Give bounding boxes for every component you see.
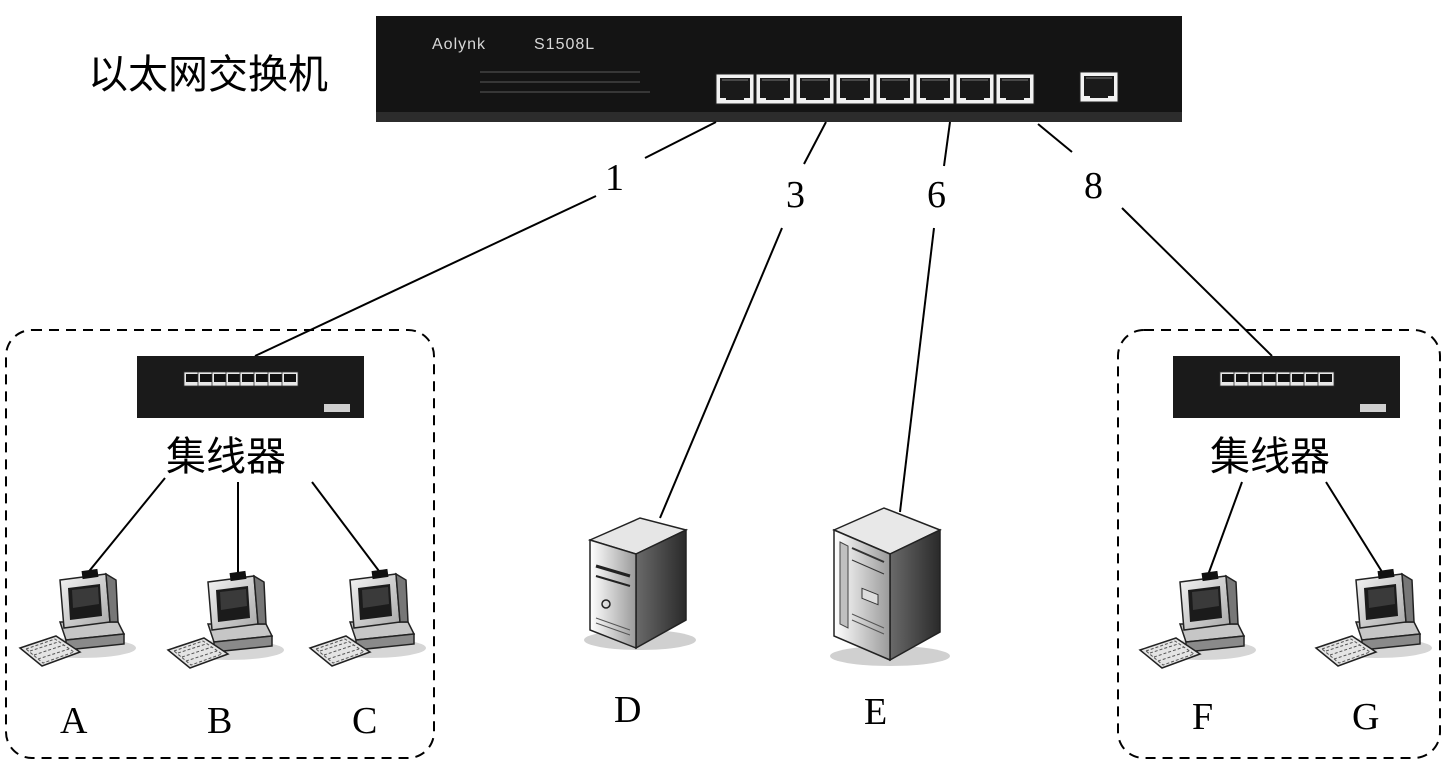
switch-title: 以太网交换机 — [88, 52, 328, 98]
hub-group-right: 集线器 — [1117, 329, 1441, 759]
computer-label-f: F — [1192, 696, 1213, 738]
computer-icon-a — [19, 568, 137, 667]
computer-icon-f — [1139, 570, 1257, 669]
port-label-1: 1 — [605, 157, 624, 199]
port-label-3: 3 — [786, 174, 805, 216]
port-label-6: 6 — [927, 174, 946, 216]
hub-left-label: 集线器 — [166, 434, 286, 480]
hub-right-label: 集线器 — [1210, 434, 1330, 480]
computer-icon-b — [167, 570, 285, 669]
server-icon-e — [830, 507, 950, 666]
server-label-d: D — [614, 689, 641, 731]
computer-label-c: C — [352, 700, 377, 742]
ethernet-switch: Aolynk S1508L — [376, 16, 1182, 122]
switch-brand: Aolynk — [432, 36, 486, 53]
computer-label-b: B — [207, 700, 232, 742]
server-icon-d — [584, 517, 696, 650]
hub-group-left: 集线器 — [5, 329, 435, 759]
computer-label-a: A — [60, 700, 88, 742]
hub-left — [137, 356, 364, 418]
computer-icon-g — [1315, 568, 1433, 667]
switch-model: S1508L — [534, 36, 595, 53]
port-label-8: 8 — [1084, 165, 1103, 207]
computer-icon-c — [309, 568, 427, 667]
server-label-e: E — [864, 691, 887, 733]
computer-label-g: G — [1352, 696, 1379, 738]
hub-right — [1173, 356, 1400, 418]
connections — [85, 121, 1385, 576]
